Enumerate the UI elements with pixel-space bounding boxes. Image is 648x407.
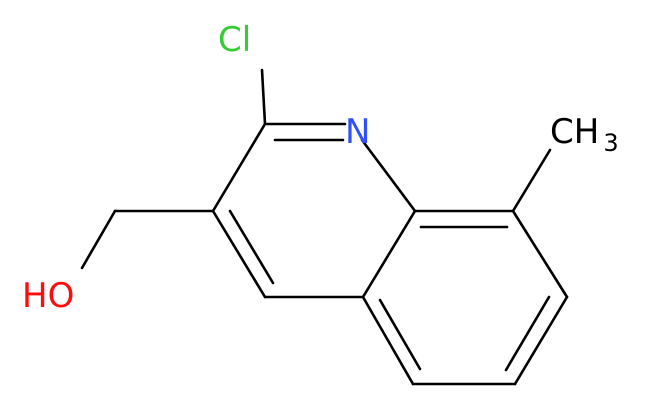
- atom-labels: Cl N HO CH 3: [22, 20, 619, 316]
- bond-c2-c3: [211, 122, 267, 213]
- bonds: [80, 68, 569, 386]
- bond-c7-c6-inner: [504, 295, 551, 372]
- bond-c7-c6: [513, 295, 569, 386]
- bond-ch2-oh: [80, 209, 117, 270]
- bond-c5-c4a-inner: [378, 298, 422, 371]
- bond-c8-c7: [511, 209, 569, 299]
- chlorine-atom-label: Cl: [218, 20, 251, 60]
- methyl-ch-label: CH: [550, 112, 599, 152]
- hydroxyl-atom-label: HO: [22, 276, 74, 316]
- nitrogen-atom-label: N: [345, 112, 370, 152]
- bond-c4a-c8a: [361, 209, 417, 299]
- bond-c8-methyl: [511, 148, 552, 213]
- bond-c2-cl: [260, 68, 267, 126]
- bond-n1-c8a: [360, 138, 417, 213]
- bond-c3-c4-inner: [228, 209, 275, 285]
- bond-c3-c4: [211, 209, 267, 299]
- methyl-subscript: 3: [603, 129, 618, 157]
- methyl-group-label: CH 3: [550, 112, 619, 157]
- bond-c5-c4a: [361, 295, 415, 386]
